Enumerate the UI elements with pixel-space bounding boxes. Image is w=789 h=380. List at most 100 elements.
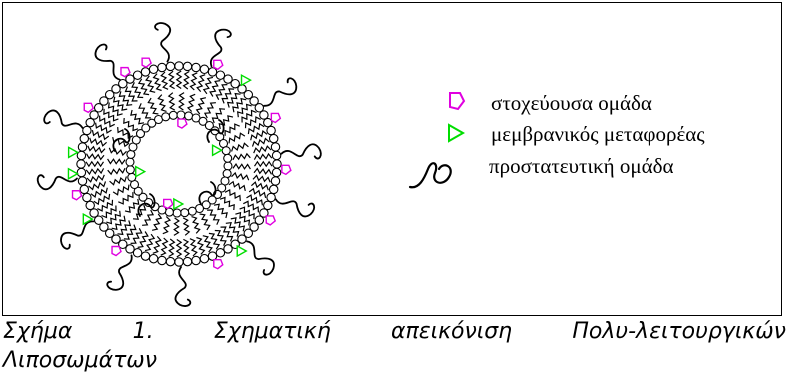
targeting-group-marker <box>111 245 122 257</box>
lipid-tail <box>250 130 268 141</box>
lipid-tail <box>215 84 228 100</box>
lipid-head <box>172 208 182 218</box>
lipid-head <box>133 186 143 196</box>
lipid-tail <box>167 70 176 90</box>
lipid-tail <box>160 237 169 256</box>
lipid-tail <box>186 93 196 112</box>
lipid-head <box>204 120 214 131</box>
lipid-head <box>263 200 273 211</box>
lipid-head <box>89 208 99 218</box>
lipid-tail <box>112 184 130 196</box>
lipid-tail <box>131 82 144 99</box>
lipid-head <box>223 74 233 84</box>
lipid-head <box>79 133 90 144</box>
protective-group-curl <box>174 266 192 307</box>
lipid-tail <box>85 153 105 161</box>
lipid-tail <box>191 216 201 234</box>
membrane-carrier-marker <box>67 167 79 180</box>
lipid-tail <box>231 171 250 181</box>
lipid-head <box>176 110 186 120</box>
lipid-tail <box>123 224 137 240</box>
lipid-head <box>140 67 151 77</box>
lipid-tail <box>211 108 226 124</box>
lipid-tail <box>123 117 139 132</box>
lipid-tail <box>88 181 107 191</box>
targeting-group-marker <box>177 118 188 129</box>
lipid-head <box>147 118 157 128</box>
protective-group-curl <box>246 240 275 276</box>
lipid-head <box>249 96 259 106</box>
lipid-tail <box>132 204 147 220</box>
lipid-head <box>76 159 86 169</box>
lipid-tail <box>232 97 247 113</box>
lipid-tail <box>93 193 111 206</box>
lipid-tail <box>226 92 241 108</box>
lipid-head <box>270 176 281 186</box>
lipid-head <box>168 110 178 120</box>
lipid-tail <box>175 238 183 258</box>
legend-label-membrane-carrier: μεμβρανικός μεταφορέας <box>491 122 705 146</box>
protective-group-curl <box>43 109 84 129</box>
lipid-head <box>268 133 279 144</box>
lipid-head <box>271 167 282 178</box>
targeting-group-marker <box>213 59 224 71</box>
lipid-tail <box>144 233 156 252</box>
caption-word: Σχηματική <box>213 319 331 344</box>
lipid-tail <box>107 102 123 117</box>
lipid-tail <box>209 80 221 97</box>
lipid-head <box>85 117 95 128</box>
lipid-head <box>243 228 254 239</box>
lipid-tail <box>86 174 105 183</box>
protective-group-curl <box>94 43 121 81</box>
protective-group-curl <box>106 254 133 291</box>
lipid-head <box>215 248 226 258</box>
legend-membrane-carrier-icon <box>448 123 466 143</box>
lipid-head <box>222 169 232 179</box>
lipid-tail <box>101 205 117 219</box>
lipid-tail <box>182 70 190 90</box>
lipid-head <box>127 172 137 182</box>
lipid-head <box>199 64 210 75</box>
lipid-head <box>174 61 184 71</box>
targeting-group-marker <box>270 112 282 124</box>
lipid-tail <box>239 206 255 220</box>
lipid-head <box>221 146 231 156</box>
lipid-tail <box>232 163 251 170</box>
lipid-tail <box>106 210 121 225</box>
lipid-tail <box>162 216 172 235</box>
lipid-tail <box>178 92 185 111</box>
lipid-head <box>99 96 109 106</box>
lipid-head <box>79 184 90 195</box>
lipid-tail <box>218 115 234 130</box>
lipid-head <box>125 165 135 175</box>
lipid-tail <box>189 238 198 257</box>
lipid-head <box>135 129 146 139</box>
lipid-tail <box>199 213 211 231</box>
lipid-tail <box>189 72 198 91</box>
lipid-tail <box>103 108 119 122</box>
lipid-head <box>89 110 99 120</box>
protective-group-curl <box>274 198 316 218</box>
lipid-head <box>82 125 92 136</box>
lipid-tail <box>253 152 273 161</box>
lipid-tail <box>124 86 138 102</box>
lipid-tail <box>195 97 207 115</box>
lipid-head <box>125 74 135 84</box>
legend-targeting-group-icon <box>449 92 466 111</box>
lipid-tail <box>168 238 176 258</box>
lipid-tail <box>130 228 143 244</box>
lipid-tail <box>160 71 169 90</box>
lipid-tail <box>251 137 270 147</box>
lipid-tail <box>85 167 105 176</box>
caption-word: Πολυ-λειτουργικών <box>572 319 786 344</box>
lipid-tail <box>253 160 273 168</box>
lipid-head <box>259 110 269 120</box>
lipid-head <box>272 159 282 169</box>
lipid-tail <box>202 76 214 95</box>
lipid-tail <box>157 94 167 112</box>
lipid-head <box>118 239 128 250</box>
lipid-head <box>165 256 176 267</box>
lipid-head <box>148 64 159 75</box>
lipid-head <box>191 62 201 73</box>
lipid-tail <box>90 187 108 198</box>
